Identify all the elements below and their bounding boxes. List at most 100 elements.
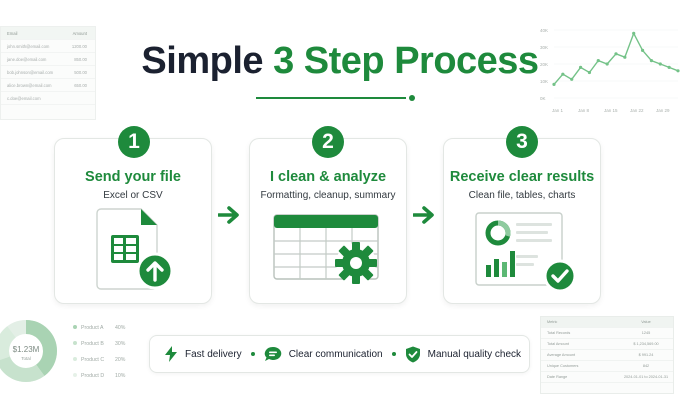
- y-tick-label: 30K: [540, 45, 548, 50]
- table-row: alice.brown@email.com 650.00: [1, 79, 95, 92]
- table-cell: 1200.00: [71, 43, 87, 49]
- table-cell: $ 1,234,569.00: [633, 342, 659, 346]
- legend-value: 30%: [115, 341, 126, 347]
- step-card-2: I clean & analyze Formatting, cleanup, s…: [249, 138, 407, 304]
- report-check-icon: [475, 212, 577, 293]
- table-cell: 850.00: [74, 56, 87, 62]
- line-point: [552, 82, 556, 86]
- table-cell: alice.brown@email.com: [7, 82, 52, 88]
- legend-label: Product B: [81, 341, 104, 347]
- table-cell: 1245: [641, 331, 651, 335]
- y-tick-label: 20K: [540, 62, 548, 67]
- feature-label: Fast delivery: [185, 348, 242, 360]
- table-row: bob.johnson@email.com 500.00: [1, 66, 95, 79]
- step-subtitle: Excel or CSV: [103, 190, 163, 201]
- table-row: john.smith@email.com 1200.00: [1, 40, 95, 53]
- line-point: [676, 69, 680, 73]
- legend-swatch: [73, 373, 77, 377]
- table-cell: c.doe@email.com: [7, 95, 41, 101]
- legend-label: Product A: [81, 325, 104, 331]
- step-subtitle: Formatting, cleanup, summary: [260, 190, 396, 201]
- page-title: Simple 3 Step Process: [0, 40, 680, 83]
- line-point: [561, 72, 565, 76]
- table-gear-icon: [273, 214, 379, 284]
- table-cell: 2024-01-01 to 2024-01-31: [623, 375, 669, 379]
- metrics-header-metric: Metric: [547, 320, 558, 324]
- feature-clear-communication: Clear communication: [264, 346, 383, 362]
- line-point: [632, 31, 636, 35]
- lightning-icon: [165, 346, 177, 362]
- x-tick-label: Jan 29: [656, 108, 670, 113]
- bg-table-header-email: Email: [7, 30, 18, 36]
- bg-donut-chart: $1.23M Total Product A 40% Product B 30%…: [0, 320, 126, 382]
- donut-center-value: $1.23M: [13, 345, 40, 354]
- line-point: [649, 59, 654, 63]
- feature-manual-quality-check: Manual quality check: [405, 346, 521, 363]
- line-point: [570, 77, 574, 81]
- table-row: Total Amount $ 1,234,569.00: [541, 339, 673, 350]
- table-cell: Date Range: [547, 375, 568, 379]
- step-card-3: Receive clear results Clean file, tables…: [443, 138, 601, 304]
- table-row: Date Range 2024-01-01 to 2024-01-31: [541, 372, 673, 383]
- bg-line-grid: [554, 29, 678, 99]
- table-cell: 842: [642, 364, 650, 368]
- arrow-right-icon: [413, 206, 434, 224]
- x-tick-label: Jan 8: [578, 108, 590, 113]
- features-bar: Fast delivery Clear communication Manual…: [149, 335, 530, 373]
- line-point: [658, 62, 662, 66]
- bg-metrics-table: Metric Value Total Records 1245 Total Am…: [540, 316, 674, 394]
- line-point: [596, 59, 600, 63]
- bg-line-points: [552, 31, 680, 86]
- line-point: [587, 70, 592, 75]
- bg-table-header: Email Amount: [1, 27, 95, 40]
- step-card-1: Send your file Excel or CSV: [54, 138, 212, 304]
- separator-dot: [391, 352, 396, 356]
- step-title: Receive clear results: [449, 169, 595, 185]
- title-part-dark: Simple: [141, 40, 264, 82]
- x-tick-label: Jan 15: [604, 108, 618, 113]
- step-number-badge-3: 3: [506, 126, 538, 158]
- spreadsheet-upload-icon: [96, 208, 174, 290]
- legend-label: Product D: [81, 373, 104, 379]
- donut-center-label: Total: [21, 356, 31, 361]
- table-cell: jane.doe@email.com: [7, 56, 47, 62]
- line-point: [667, 65, 671, 69]
- table-cell: 500.00: [74, 69, 87, 75]
- feature-fast-delivery: Fast delivery: [164, 346, 242, 362]
- legend-value: 20%: [115, 357, 126, 363]
- legend-swatch: [73, 325, 77, 329]
- table-cell: john.smith@email.com: [7, 43, 50, 49]
- shield-check-icon: [405, 346, 420, 362]
- line-point: [605, 62, 609, 66]
- bg-line-chart: 40K 30K 20K 10K 0K Jan 1 Jan 8 Jan 15 Ja…: [540, 28, 680, 113]
- feature-label: Manual quality check: [427, 348, 522, 360]
- step-number-badge-1: 1: [118, 126, 150, 158]
- donut-slice-product-a: [0, 320, 57, 382]
- donut-slice-product-c: [0, 320, 57, 382]
- bg-table-header-amount: Amount: [72, 30, 87, 36]
- line-point: [623, 55, 627, 59]
- chat-bubble-icon: [264, 346, 281, 361]
- bg-metrics-header: Metric Value: [541, 317, 673, 328]
- y-tick-label: 10K: [540, 79, 548, 84]
- table-row: c.doe@email.com: [1, 92, 95, 105]
- title-underline-dot: [409, 95, 415, 101]
- table-row: Average Amount $ 991.24: [541, 350, 673, 361]
- line-point: [614, 52, 618, 56]
- donut-slice-product-b: [0, 320, 57, 382]
- arrow-right-icon: [218, 206, 239, 224]
- legend-value: 40%: [115, 325, 126, 331]
- table-cell: bob.johnson@email.com: [7, 69, 54, 75]
- metrics-header-value: Value: [641, 320, 651, 324]
- step-title: I clean & analyze: [269, 169, 387, 185]
- y-tick-label: 0K: [540, 96, 546, 101]
- x-tick-label: Jan 22: [630, 108, 644, 113]
- step-title: Send your file: [85, 169, 181, 185]
- step-subtitle: Clean file, tables, charts: [468, 190, 576, 201]
- table-row: jane.doe@email.com 850.00: [1, 53, 95, 66]
- line-point: [578, 65, 583, 69]
- feature-label: Clear communication: [288, 348, 383, 360]
- table-cell: Unique Customers: [547, 364, 579, 368]
- table-cell: 650.00: [74, 82, 87, 88]
- title-underline: [256, 97, 406, 99]
